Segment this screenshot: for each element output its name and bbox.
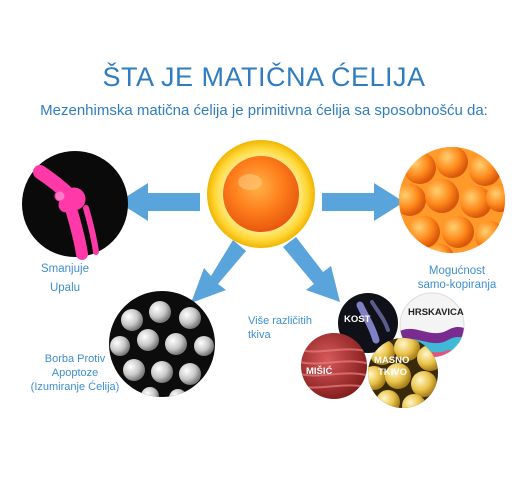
self-replication-cells-icon <box>399 147 505 253</box>
caption-self-replication: Mogućnost samo-kopiranja <box>402 264 512 292</box>
knee-joint-icon <box>22 151 128 260</box>
fat-tissue-icon <box>368 338 438 408</box>
stem-cell-icon <box>207 140 315 248</box>
caption-line: Upalu <box>49 282 81 294</box>
arrow-left <box>118 183 200 221</box>
caption-line: samo-kopiranja <box>417 279 497 291</box>
caption-apoptosis: Borba Protiv Apoptoze (Izumiranje Ćelija… <box>20 352 130 394</box>
caption-line: Apoptoze <box>51 367 99 379</box>
fat-label-line: MASNO <box>374 355 410 366</box>
caption-line: Mogućnost <box>428 265 486 277</box>
arrow-right <box>322 183 404 221</box>
arrow-down-left <box>191 240 246 303</box>
caption-line: (Izumiranje Ćelija) <box>30 381 120 393</box>
arrow-down-right <box>283 237 340 302</box>
fat-label-line: TKIVO <box>378 367 408 378</box>
caption-tissues: Više različitih tkiva <box>248 314 318 342</box>
fat-label: MASNO TKIVO <box>374 355 409 379</box>
caption-reduce-inflammation: Smanjuje Upalu <box>30 262 100 295</box>
page-title: ŠTA JE MATIČNA ĆELIJA <box>102 62 426 92</box>
caption-line: tkiva <box>248 329 271 341</box>
caption-line: Smanjuje <box>41 263 89 275</box>
bone-tissue-icon <box>338 293 398 353</box>
apoptosis-cells-icon <box>109 291 215 397</box>
caption-line: Više različitih <box>248 315 312 327</box>
page-subtitle: Mezenhimska matična ćelija je primitivna… <box>40 102 488 119</box>
cartilage-label: HRSKAVICA <box>408 307 464 318</box>
muscle-label: MIŠIĆ <box>306 366 333 377</box>
caption-line: Borba Protiv <box>44 353 106 365</box>
bone-label: KOST <box>344 314 371 325</box>
